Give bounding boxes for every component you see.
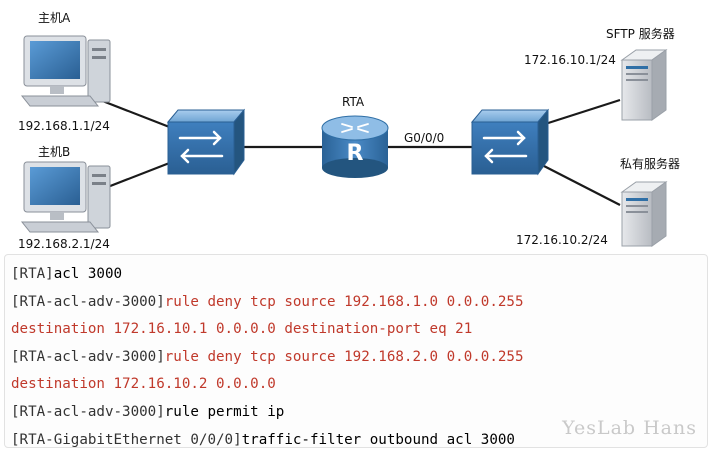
router-interface-label: G0/0/0: [404, 131, 444, 145]
host-b-pc-icon: [20, 161, 111, 233]
cli-prompt: [RTA-acl-adv-3000]: [11, 403, 165, 420]
cli-line-1: [RTA]acl 3000: [11, 261, 707, 289]
cli-prompt: [RTA-acl-adv-3000]: [11, 348, 165, 365]
host-a-ip: 192.168.1.1/24: [18, 119, 110, 133]
cli-line-5: destination 172.16.10.2 0.0.0.0: [11, 371, 707, 399]
cli-command: rule permit ip: [164, 403, 285, 420]
link-host-b-switch-left: [99, 160, 173, 192]
cli-command: rule deny tcp source 192.168.2.0 0.0.0.2…: [164, 348, 524, 365]
cli-command: acl 3000: [53, 266, 123, 282]
link-switch-right-private-server: [541, 164, 621, 206]
cli-console: [RTA]acl 3000 [RTA-acl-adv-3000]rule den…: [4, 254, 708, 448]
sftp-server-name: SFTP 服务器: [606, 26, 675, 41]
host-b-name: 主机B: [38, 145, 70, 159]
host-a-pc-icon: [20, 35, 111, 107]
private-server-ip: 172.16.10.2/24: [516, 233, 608, 247]
sftp-server-icon: [620, 49, 668, 121]
switch-right-icon: [470, 108, 550, 176]
cli-line-6: [RTA-acl-adv-3000]rule permit ip: [11, 399, 707, 427]
link-switch-right-sftp-server: [541, 98, 621, 127]
router-name: RTA: [342, 95, 365, 109]
watermark: YesLab Hans: [562, 417, 697, 439]
cli-command: rule deny tcp source 192.168.1.0 0.0.0.2…: [164, 293, 524, 310]
cli-line-4: [RTA-acl-adv-3000]rule deny tcp source 1…: [11, 344, 707, 372]
private-server-icon: [620, 181, 668, 247]
switch-left-icon: [166, 108, 246, 176]
svg-text:R: R: [347, 141, 364, 166]
cli-command: destination 172.16.10.1 0.0.0.0 destinat…: [11, 321, 473, 338]
network-topology: 主机A 192.168.1.1/24 主机B 192.168.2.1/24 R …: [18, 11, 680, 251]
cli-command: traffic-filter outbound acl 3000: [241, 431, 515, 448]
router-icon: R: [321, 115, 389, 178]
host-a-name: 主机A: [38, 11, 71, 25]
cli-command: destination 172.16.10.2 0.0.0.0: [11, 376, 276, 393]
network-links: [99, 98, 621, 206]
sftp-server-ip: 172.16.10.1/24: [524, 53, 616, 67]
cli-prompt: [RTA-GigabitEthernet 0/0/0]: [11, 431, 242, 448]
host-b-ip: 192.168.2.1/24: [18, 237, 110, 251]
link-host-a-switch-left: [99, 98, 173, 130]
cli-prompt: [RTA]: [11, 266, 54, 282]
cli-line-2: [RTA-acl-adv-3000]rule deny tcp source 1…: [11, 289, 707, 317]
private-server-name: 私有服务器: [620, 156, 680, 171]
cli-line-7: [RTA-GigabitEthernet 0/0/0]traffic-filte…: [11, 427, 707, 454]
cli-line-3: destination 172.16.10.1 0.0.0.0 destinat…: [11, 316, 707, 344]
cli-prompt: [RTA-acl-adv-3000]: [11, 293, 165, 310]
